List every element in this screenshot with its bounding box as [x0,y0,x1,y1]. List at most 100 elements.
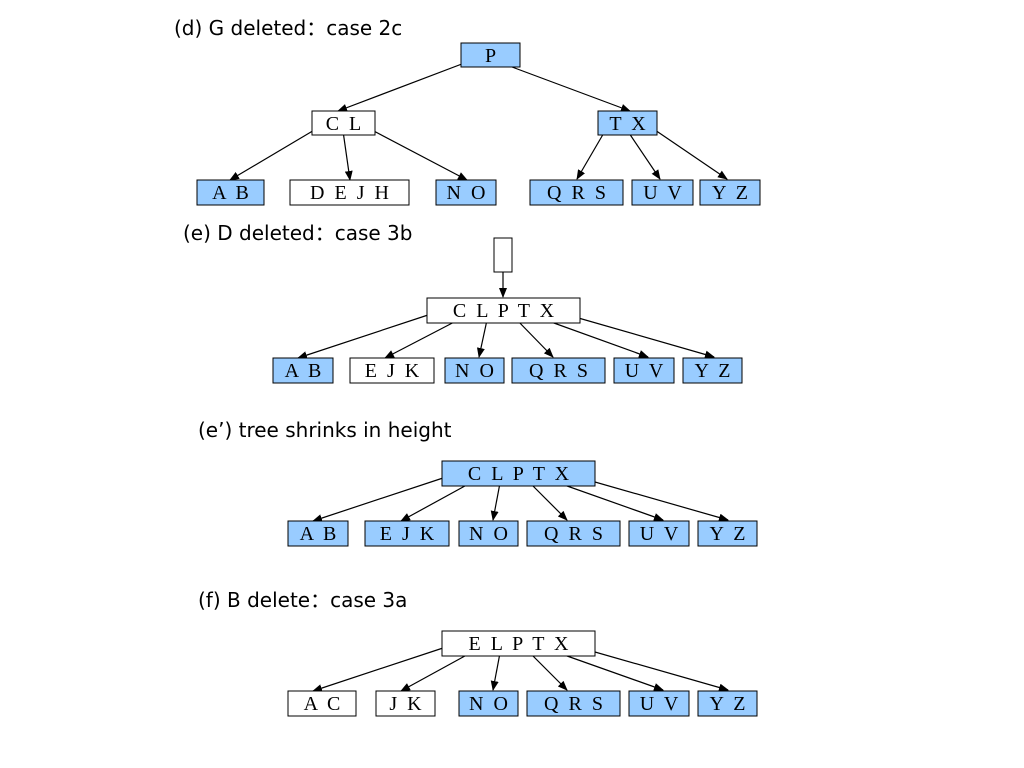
node-box [349,357,435,384]
node-keys: C L [326,113,362,135]
node-keys: Q R S [544,523,603,545]
btree-node: N O [444,357,505,384]
node-box [631,179,694,206]
btree-node: J K [375,690,436,717]
node-box [426,297,581,324]
node-keys: E L P T X [468,633,569,655]
node-keys: E J K [365,360,420,382]
node-box [311,110,376,136]
node-box [493,237,513,273]
btree-node: A B [272,357,334,384]
node-keys: Y Z [710,693,746,715]
edge [400,650,475,692]
btree-node: P [460,42,521,68]
node-box [287,690,357,717]
node-keys: U V [625,360,664,382]
edge [580,477,729,522]
btree-node: Q R S [529,179,624,206]
panel-f: (f) B delete：case 3a E L P T X A C J K [198,588,758,717]
edge [476,319,488,358]
edge [312,477,444,522]
btree-node: N O [458,520,519,547]
node-keys: U V [643,182,682,204]
edge [552,480,664,521]
btree-node [493,237,513,273]
btree-node: C L P T X [441,460,596,487]
node-box [699,179,761,206]
edge [576,130,606,180]
edge [490,482,501,521]
node-keys: N O [447,182,486,204]
btree-node: Y Z [682,357,743,384]
node-keys: J K [389,693,422,715]
node-box [441,460,596,487]
panel-d: (d) G deleted：case 2c P C L T X [174,16,761,206]
btree-node: C L P T X [426,297,581,324]
node-box [526,690,621,717]
btree-node: E L P T X [441,630,596,657]
node-box [526,520,621,547]
edge [490,652,501,691]
btree-node: A B [287,520,349,547]
node-keys: N O [469,693,508,715]
edge [552,650,664,691]
edge [369,128,468,181]
edge [400,480,475,522]
edge [511,66,631,112]
panel-d-nodes: P C L T X A B D E J H N O [196,42,761,206]
btree-node: N O [435,179,497,206]
node-box [364,520,450,547]
btree-node: Q R S [526,690,621,717]
edge [654,129,728,180]
panel-d-edges [229,58,728,181]
panel-e-nodes: C L P T X A B E J K N O Q R S U V [272,237,743,384]
node-box [444,357,505,384]
panel-f-nodes: E L P T X A C J K N O Q R S U V [287,630,758,717]
node-box [272,357,334,384]
btree-node: U V [631,179,694,206]
node-keys: U V [640,523,679,545]
node-keys: A B [212,182,249,204]
btree-node: N O [458,690,519,717]
node-keys: E J K [380,523,435,545]
panel-e-caption: (e) D deleted：case 3b [183,221,412,245]
node-box [287,520,349,547]
node-box [613,357,675,384]
panel-e-edges [297,272,715,359]
panel-e-prime-nodes: C L P T X A B E J K N O Q R S U V [287,460,758,547]
node-keys: D E J H [310,182,389,204]
edge [567,314,715,359]
btree-node: U V [613,357,675,384]
panel-e-prime-caption: (e’) tree shrinks in height [198,418,452,442]
node-keys: A B [300,523,337,545]
node-keys: C L P T X [468,463,570,485]
btree-node: E J K [349,357,435,384]
node-keys: N O [469,523,508,545]
node-keys: T X [609,113,646,135]
node-keys: Y Z [712,182,748,204]
node-box [435,179,497,206]
btree-node: A B [196,179,265,206]
btree-node: U V [628,520,690,547]
panel-f-caption: (f) B delete：case 3a [198,588,407,612]
node-keys: Q R S [547,182,606,204]
edge [384,317,463,359]
panel-e: (e) D deleted：case 3b C L P T X A B [183,221,743,384]
node-box [289,179,410,206]
node-box [458,520,519,547]
btree-node: C L [311,110,376,136]
edge [580,647,729,692]
node-keys: P [485,45,496,67]
edge [628,132,661,180]
node-keys: A C [304,693,341,715]
node-keys: Q R S [529,360,588,382]
node-box [597,110,658,136]
edge [337,58,476,112]
btree-node: U V [628,690,690,717]
node-box [628,520,690,547]
btree-node: Y Z [697,520,758,547]
edge [229,128,317,181]
node-box [529,179,624,206]
edge [312,647,444,692]
